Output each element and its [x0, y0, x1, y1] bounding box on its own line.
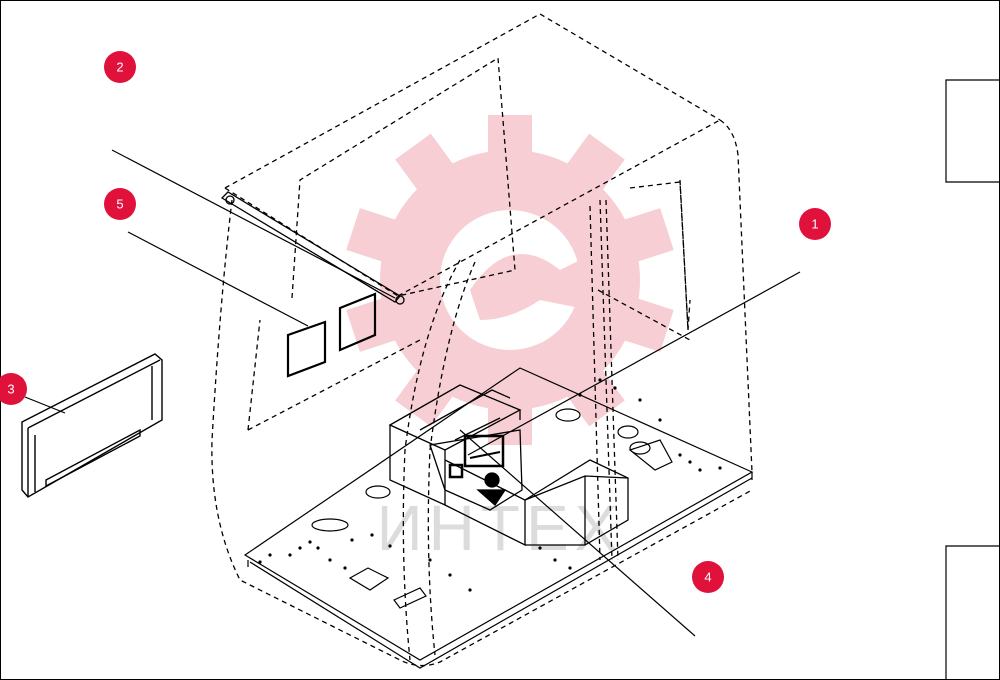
leader-3 [24, 396, 66, 414]
leader-1 [467, 271, 801, 456]
callout-1: 1 [799, 208, 831, 240]
leader-2 [111, 149, 396, 299]
callout-3: 3 [0, 373, 27, 405]
svg-text:3: 3 [7, 382, 14, 397]
callout-2: 2 [104, 51, 136, 83]
callout-5: 5 [104, 188, 136, 220]
svg-text:4: 4 [704, 570, 711, 585]
leader-5 [127, 231, 309, 327]
leader-4 [459, 429, 696, 637]
callout-4: 4 [692, 561, 724, 593]
part-3-panel [21, 353, 163, 498]
watermark-gear-logo: ИНТЕХ [346, 115, 674, 564]
base-plate [243, 367, 754, 669]
svg-text:5: 5 [116, 197, 123, 212]
watermark-text: ИНТЕХ [377, 492, 624, 564]
component-housings [388, 384, 629, 547]
title-block-top [945, 79, 1000, 183]
svg-text:2: 2 [116, 60, 123, 75]
svg-text:1: 1 [811, 217, 818, 232]
part-5-plates [286, 292, 377, 378]
base-plate-holes [258, 378, 722, 592]
title-block-bottom [945, 545, 1000, 680]
leader-lines [24, 149, 801, 637]
